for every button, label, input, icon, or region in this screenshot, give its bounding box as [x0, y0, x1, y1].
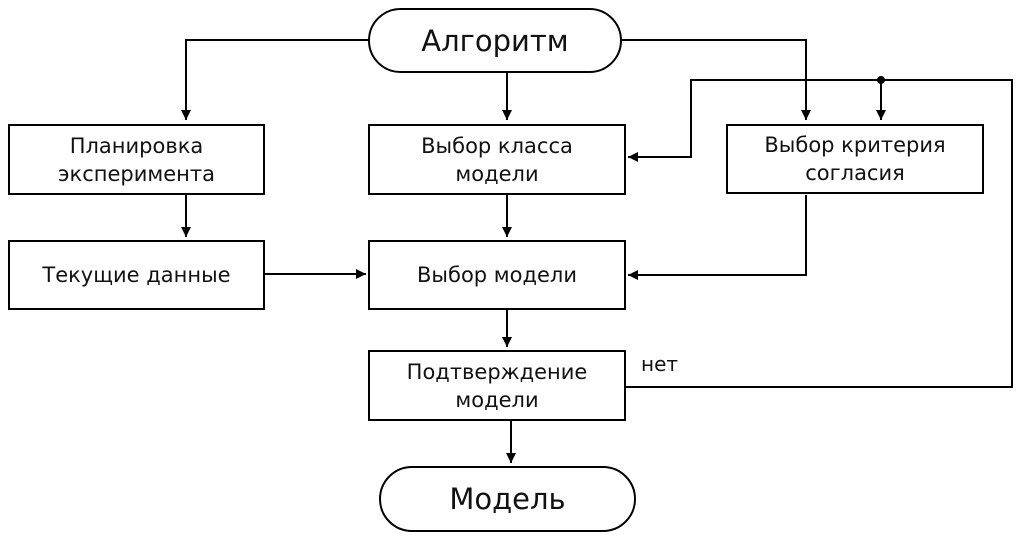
planning-node: Планировка эксперимента	[8, 124, 265, 195]
edge-criterion-to-model-choice	[628, 195, 807, 280]
planning-node-label: Планировка эксперимента	[58, 133, 215, 186]
edge-feedback-loop	[626, 79, 1013, 388]
junction-dot	[877, 76, 885, 84]
edge-label-no: нет	[641, 352, 679, 376]
criterion-node: Выбор критерия согласия	[726, 124, 984, 194]
edge-start-to-criterion	[622, 39, 811, 120]
current-data-node-label: Текущие данные	[42, 263, 231, 287]
edge-start-to-planning	[181, 39, 368, 120]
start-node: Алгоритм	[368, 8, 622, 73]
end-node: Модель	[379, 466, 636, 532]
model-choice-node: Выбор модели	[368, 240, 626, 310]
model-class-node: Выбор класса модели	[368, 124, 626, 195]
current-data-node: Текущие данные	[8, 240, 265, 310]
start-node-label: Алгоритм	[421, 23, 569, 58]
confirmation-node: Подтверждение модели	[368, 350, 626, 421]
model-class-node-label: Выбор класса модели	[421, 133, 573, 186]
confirmation-node-label: Подтверждение модели	[406, 359, 588, 412]
criterion-node-label: Выбор критерия согласия	[764, 133, 946, 185]
model-choice-node-label: Выбор модели	[417, 263, 577, 287]
end-node-label: Модель	[449, 482, 566, 516]
